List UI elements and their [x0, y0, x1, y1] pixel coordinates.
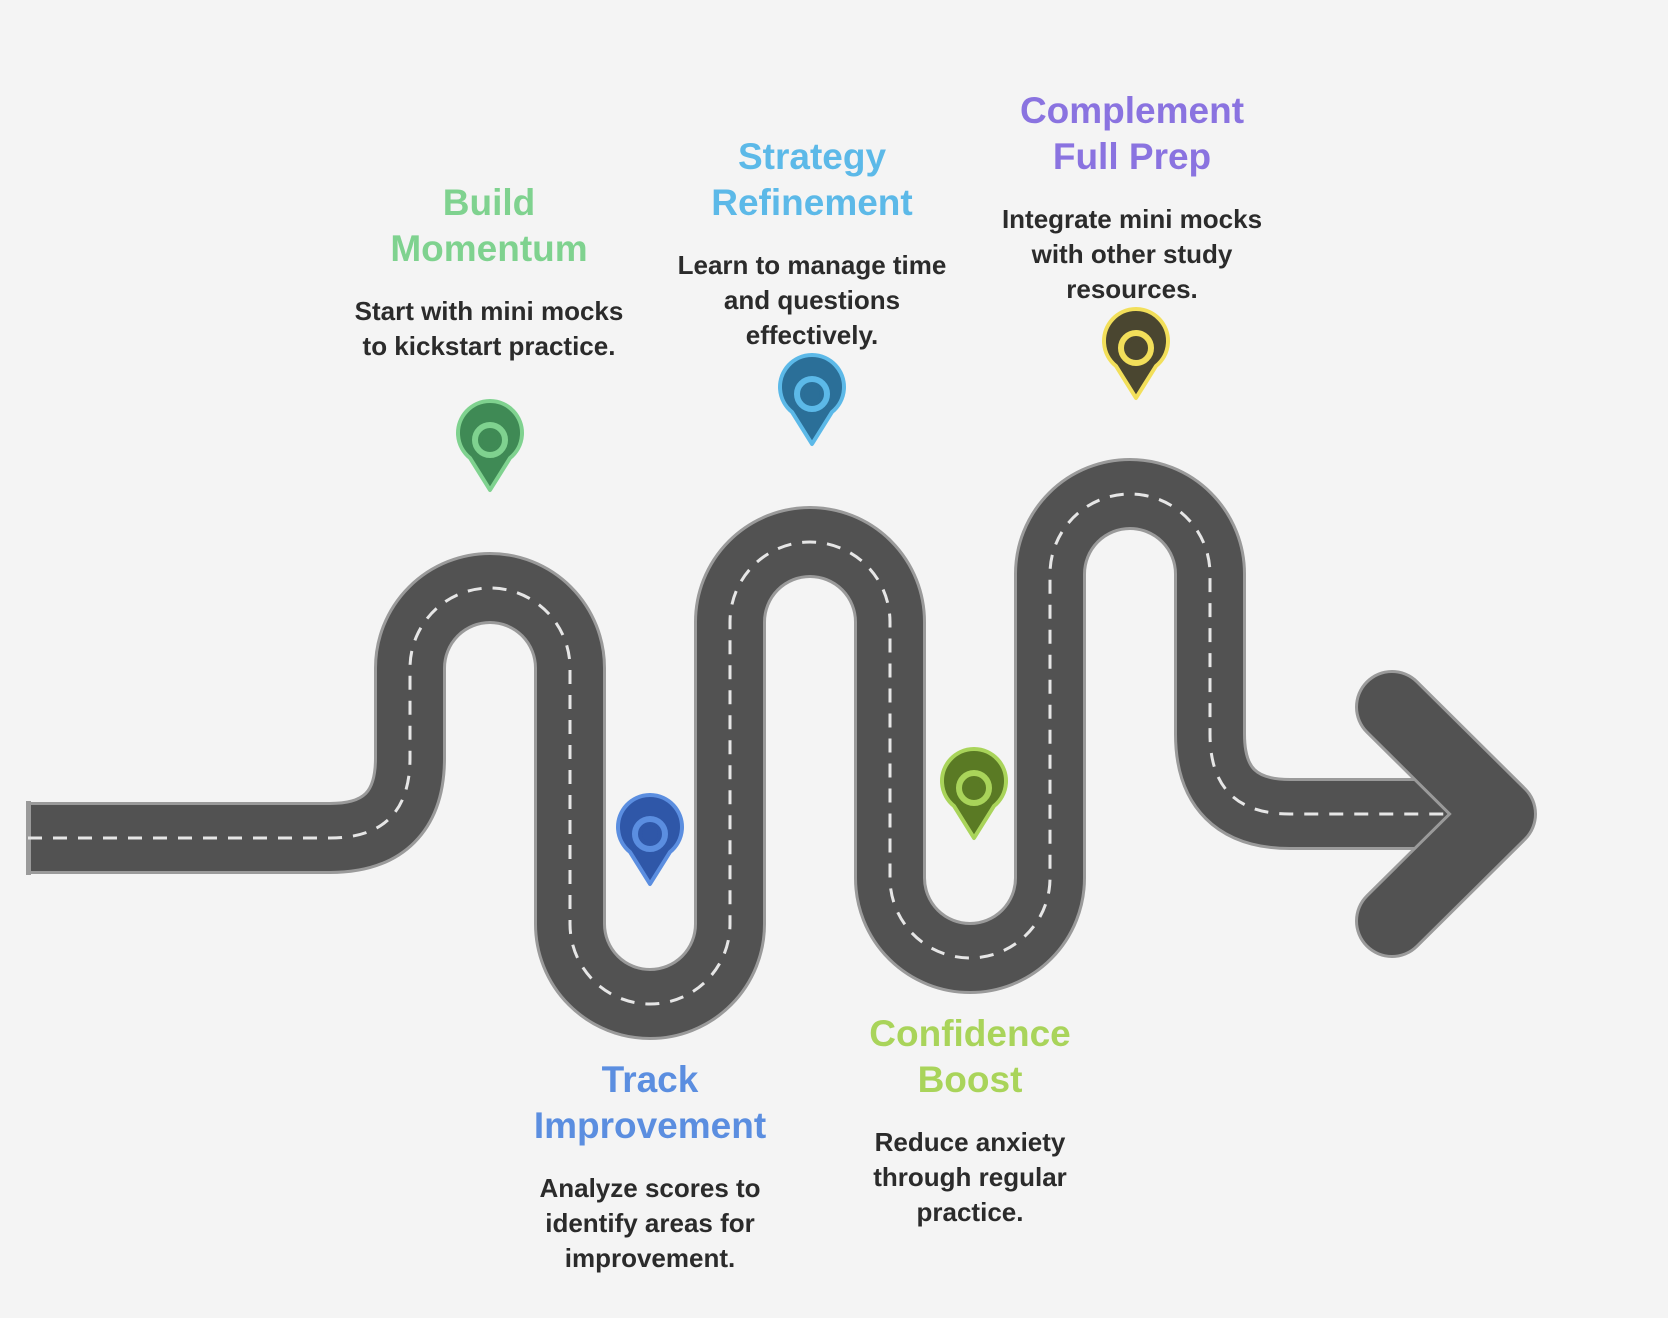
road-center-line: [28, 492, 1450, 1006]
milestone-track-improvement: Track Improvement Analyze scores to iden…: [490, 1057, 810, 1276]
pin-ring: [632, 816, 668, 852]
milestone-title: Confidence Boost: [869, 1013, 1071, 1100]
milestone-build-momentum: Build Momentum Start with mini mocks to …: [329, 180, 649, 364]
milestone-description: Start with mini mocks to kickstart pract…: [354, 296, 624, 361]
milestone-description: Analyze scores to identify areas for imp…: [539, 1173, 761, 1273]
milestone-description: Integrate mini mocks with other study re…: [1001, 204, 1263, 304]
milestone-title: Strategy Refinement: [711, 136, 913, 223]
milestone-complement-full-prep: Complement Full Prep Integrate mini mock…: [972, 88, 1292, 307]
pin-ring: [472, 422, 508, 458]
map-pin-icon: [616, 793, 684, 886]
milestone-title: Complement Full Prep: [1019, 90, 1245, 177]
pin-ring: [1118, 330, 1154, 366]
pin-center: [1128, 340, 1144, 356]
map-pin-icon: [778, 353, 846, 446]
pin-ring: [794, 376, 830, 412]
milestone-description: Reduce anxiety through regular practice.: [873, 1127, 1067, 1227]
map-pin-icon: [1102, 307, 1170, 400]
pin-center: [804, 386, 820, 402]
map-pin-icon: [940, 747, 1008, 840]
map-pin-icon: [456, 399, 524, 492]
road-arrow-head-edge: [1358, 673, 1534, 955]
milestone-description: Learn to manage time and questions effec…: [677, 250, 947, 350]
pin-ring: [956, 770, 992, 806]
milestone-title: Track Improvement: [533, 1059, 767, 1146]
pin-center: [642, 826, 658, 842]
pin-center: [966, 780, 982, 796]
pin-center: [482, 432, 498, 448]
milestone-title: Build Momentum: [390, 182, 588, 269]
milestone-confidence-boost: Confidence Boost Reduce anxiety through …: [810, 1011, 1130, 1230]
milestone-strategy-refinement: Strategy Refinement Learn to manage time…: [652, 134, 972, 353]
